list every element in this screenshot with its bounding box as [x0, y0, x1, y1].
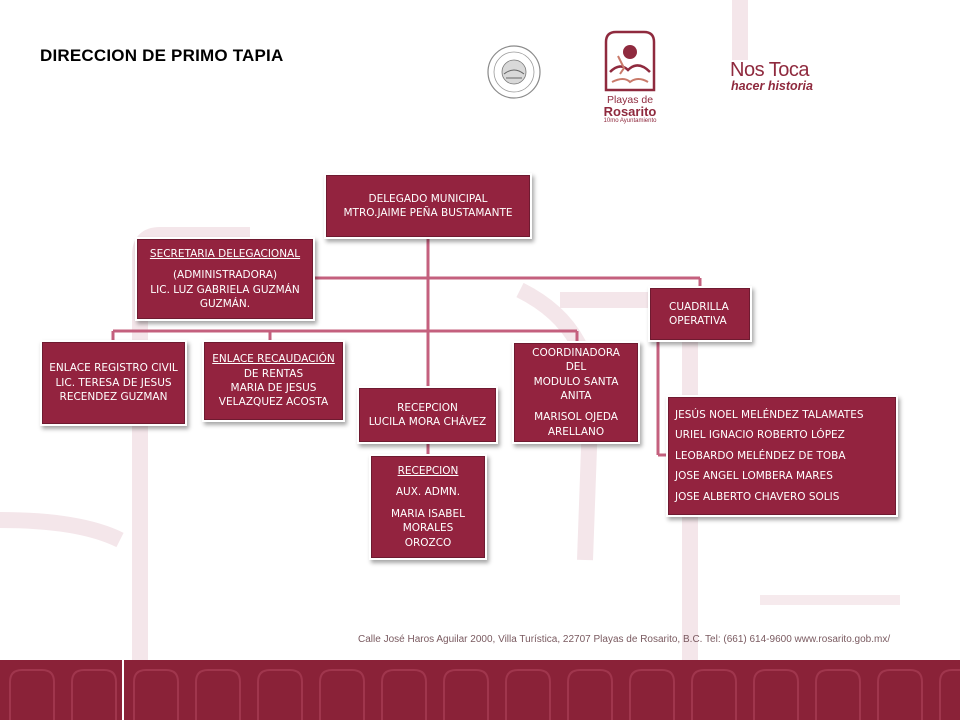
- cuadrilla-member: JOSE ANGEL LOMBERA MARES: [675, 470, 833, 483]
- secretaria-title: (ADMINISTRADORA): [172, 269, 278, 282]
- secretaria-name: LIC. LUZ GABRIELA GUZMÁN: [150, 283, 300, 296]
- footer-address: Calle José Haros Aguilar 2000, Villa Tur…: [358, 634, 891, 645]
- recaudacion-name-2: VELAZQUEZ ACOSTA: [218, 396, 329, 409]
- delegado-name: MTRO.JAIME PEÑA BUSTAMANTE: [343, 207, 513, 219]
- recaudacion-role-2: DE RENTAS: [243, 367, 304, 380]
- registro-name-1: LIC. TERESA DE JESUS: [55, 376, 172, 389]
- org-box-cuadrilla-members: JESÚS NOEL MELÉNDEZ TALAMATES URIEL IGNA…: [668, 397, 896, 515]
- cuadrilla-member: JOSE ALBERTO CHAVERO SOLIS: [675, 490, 840, 503]
- org-box-secretaria: SECRETARIA DELEGACIONAL (ADMINISTRADORA)…: [137, 239, 313, 319]
- footer-band: [0, 660, 960, 720]
- rosarito-logo-text-3: 10mo Ayuntamiento: [603, 118, 657, 124]
- org-box-recaudacion: ENLACE RECAUDACIÓN DE RENTAS MARIA DE JE…: [204, 342, 343, 420]
- delegado-role: DELEGADO MUNICIPAL: [368, 192, 488, 205]
- slogan-line-1: Nos Toca: [730, 59, 810, 81]
- coordinadora-role-1: COORDINADORA DEL: [532, 346, 620, 374]
- page-title: DIRECCION DE PRIMO TAPIA: [40, 46, 284, 65]
- org-box-registro-civil: ENLACE REGISTRO CIVIL LIC. TERESA DE JES…: [42, 342, 185, 424]
- recepcion-role: RECEPCION: [397, 401, 458, 414]
- rosarito-logo-icon: [604, 30, 656, 92]
- org-box-recepcion: RECEPCION LUCILA MORA CHÁVEZ: [359, 388, 496, 442]
- org-box-recepcion-aux: RECEPCION AUX. ADMN. MARIA ISABEL MORALE…: [371, 456, 485, 558]
- recaudacion-name-1: MARIA DE JESUS: [230, 382, 317, 394]
- coordinadora-role-3: ANITA: [560, 390, 592, 402]
- coordinadora-role-2: MODULO SANTA: [533, 375, 619, 388]
- recepcion-aux-name-1: MARIA ISABEL: [391, 507, 465, 520]
- cuadrilla-line-2: OPERATIVA: [669, 315, 727, 327]
- cuadrilla-member: LEOBARDO MELÉNDEZ DE TOBA: [675, 449, 846, 462]
- recepcion-aux-role: RECEPCION: [397, 464, 459, 477]
- cuadrilla-line-1: CUADRILLA: [669, 300, 729, 313]
- org-box-delegado: DELEGADO MUNICIPAL MTRO.JAIME PEÑA BUSTA…: [326, 175, 530, 237]
- municipal-seal-icon: [487, 45, 541, 99]
- org-box-cuadrilla: CUADRILLA OPERATIVA: [650, 288, 750, 340]
- secretaria-role: SECRETARIA DELEGACIONAL: [149, 247, 301, 260]
- coordinadora-name-1: MARISOL OJEDA: [534, 411, 618, 424]
- rosarito-logo-text-2: Rosarito: [603, 104, 657, 119]
- org-box-coordinadora: COORDINADORA DEL MODULO SANTA ANITA MARI…: [514, 343, 638, 442]
- slogan-line-2: hacer historia: [731, 79, 813, 93]
- rosarito-logo-text-1: Playas de: [606, 94, 654, 106]
- cuadrilla-member: JESÚS NOEL MELÉNDEZ TALAMATES: [675, 408, 864, 421]
- secretaria-name-2: GUZMÁN.: [199, 297, 251, 310]
- recepcion-aux-title: AUX. ADMN.: [395, 486, 461, 499]
- registro-name-2: RECENDEZ GUZMAN: [59, 391, 168, 404]
- cuadrilla-member: URIEL IGNACIO ROBERTO LÓPEZ: [675, 429, 845, 442]
- registro-role: ENLACE REGISTRO CIVIL: [49, 362, 178, 375]
- recepcion-aux-name-2: MORALES OROZCO: [402, 522, 454, 549]
- recepcion-name: LUCILA MORA CHÁVEZ: [368, 416, 487, 428]
- recaudacion-role: ENLACE RECAUDACIÓN: [212, 353, 335, 366]
- coordinadora-name-2: ARELLANO: [547, 425, 605, 438]
- org-connectors: [111, 236, 702, 457]
